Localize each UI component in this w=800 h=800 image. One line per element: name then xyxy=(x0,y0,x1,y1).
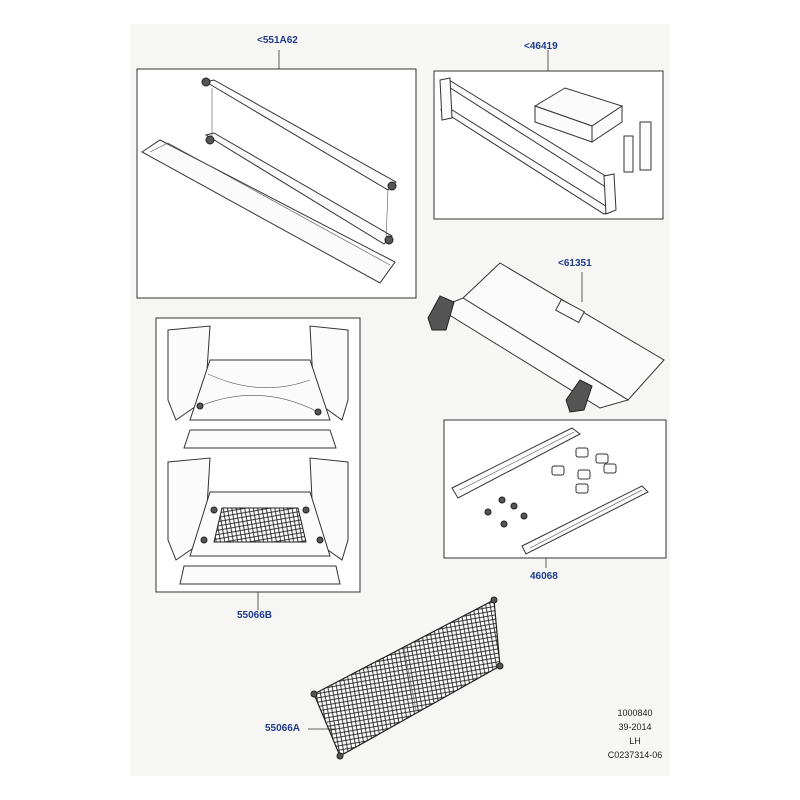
blind-end-cap-top-left xyxy=(201,77,211,87)
anchor-upper-left xyxy=(196,402,204,410)
stamp-line-2: 39-2014 xyxy=(618,722,652,732)
callout-tracks: 46068 xyxy=(530,571,558,582)
stamp-line-4: C0237314-06 xyxy=(607,750,663,760)
cover-mount-right xyxy=(565,379,593,413)
drawing-stamp: 1000840 39-2014 LH C0237314-06 xyxy=(600,706,670,762)
callout-blind: <551A62 xyxy=(257,35,298,46)
track-bolt xyxy=(498,496,506,504)
load-cover-group xyxy=(427,262,665,413)
rail-lower-groove xyxy=(529,489,643,549)
net-kit-group xyxy=(155,317,361,610)
load-bar-end-right xyxy=(603,173,617,215)
cover-mount-left xyxy=(427,295,455,331)
anchor-lower-rear-left xyxy=(200,536,208,544)
interior-view-upper xyxy=(167,325,349,449)
track-clip xyxy=(603,463,617,474)
track-clip xyxy=(575,483,589,494)
sill-trim-panel xyxy=(141,139,396,284)
blind-end-cap-bottom-right xyxy=(384,235,394,245)
strap-upper-one xyxy=(199,395,319,413)
support-leg-short xyxy=(623,135,634,173)
interior-lower-sill xyxy=(179,565,341,585)
callout-net: 55066A xyxy=(265,723,301,734)
sill-trim-edge xyxy=(149,142,391,266)
track-clip xyxy=(577,469,591,480)
floor-net xyxy=(213,507,307,543)
anchor-upper-right xyxy=(314,408,322,416)
net-hook xyxy=(310,690,318,698)
storage-bag-side xyxy=(591,105,623,143)
track-bolt xyxy=(500,520,508,528)
load-cover-handle xyxy=(555,298,585,324)
interior-view-lower xyxy=(167,457,349,585)
anchor-lower-front-right xyxy=(302,506,310,514)
support-leg-long xyxy=(639,121,652,171)
load-bars-group xyxy=(433,50,664,220)
track-clip xyxy=(595,453,609,464)
interior-upper-floor xyxy=(189,359,331,421)
blind-right-edge xyxy=(385,189,389,241)
floor-tracks-group xyxy=(443,419,667,568)
rail-upper-groove xyxy=(459,431,575,491)
stamp-line-1: 1000840 xyxy=(617,708,653,718)
blind-end-cap-top-right xyxy=(387,181,397,191)
callout-cover: <61351 xyxy=(558,258,592,269)
strap-upper-two xyxy=(207,373,311,388)
net-hook xyxy=(496,662,504,670)
track-clip xyxy=(575,447,589,458)
blind-upper-roller xyxy=(204,79,397,191)
track-bolts xyxy=(484,496,528,528)
track-bolt xyxy=(520,512,528,520)
callout-net-kit: 55066B xyxy=(237,610,273,621)
net-hook xyxy=(336,752,344,760)
stamp-line-3: LH xyxy=(629,736,641,746)
load-bar-end-left xyxy=(439,77,453,121)
blind-lower-roller xyxy=(204,132,393,245)
partition-net-group xyxy=(308,596,504,760)
partition-net-seam xyxy=(403,647,417,711)
track-bolt xyxy=(484,508,492,516)
net-hook xyxy=(490,596,498,604)
blind-end-cap-bottom-left xyxy=(205,135,215,145)
roller-blind-group xyxy=(136,50,417,299)
track-clips xyxy=(551,447,617,494)
callout-bars: <46419 xyxy=(524,41,558,52)
anchor-lower-rear-right xyxy=(316,536,324,544)
track-bolt xyxy=(510,502,518,510)
anchor-lower-front-left xyxy=(210,506,218,514)
partition-net xyxy=(313,599,501,757)
track-clip xyxy=(551,465,565,476)
interior-upper-sill xyxy=(183,429,337,449)
